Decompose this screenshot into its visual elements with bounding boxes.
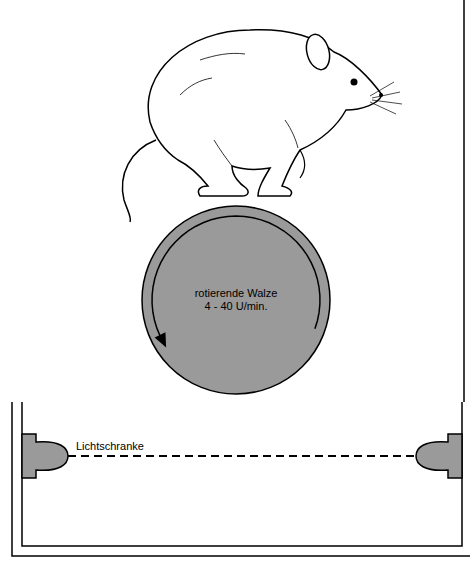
mouse-body: [148, 30, 382, 196]
rotation-arrow: [152, 216, 320, 344]
light-barrier-sender: [22, 434, 68, 478]
fur-stroke: [180, 53, 298, 166]
tray-inner: [22, 402, 462, 546]
sensor-label: Lichtschranke: [74, 440, 146, 453]
arrow-head: [155, 332, 166, 347]
roller-node: rotierende Walze4 - 40 U/min.: [141, 205, 331, 395]
light-beam: [68, 455, 416, 457]
mouse-whiskers: [370, 82, 402, 114]
roller-text-group: rotierende Walze4 - 40 U/min.: [141, 205, 331, 395]
roller-label: 4 - 40 U/min.: [205, 300, 268, 313]
light-barrier-receiver: [416, 434, 462, 478]
frame-line: [463, 0, 465, 402]
roller-circle: [142, 206, 330, 394]
mouse-eye: [351, 79, 358, 86]
mouse-tail: [122, 140, 156, 222]
roller-label: rotierende Walze: [195, 287, 278, 300]
mouse-paw: [300, 150, 305, 178]
mouse-ear: [303, 32, 334, 72]
tray-outer: [12, 402, 470, 556]
